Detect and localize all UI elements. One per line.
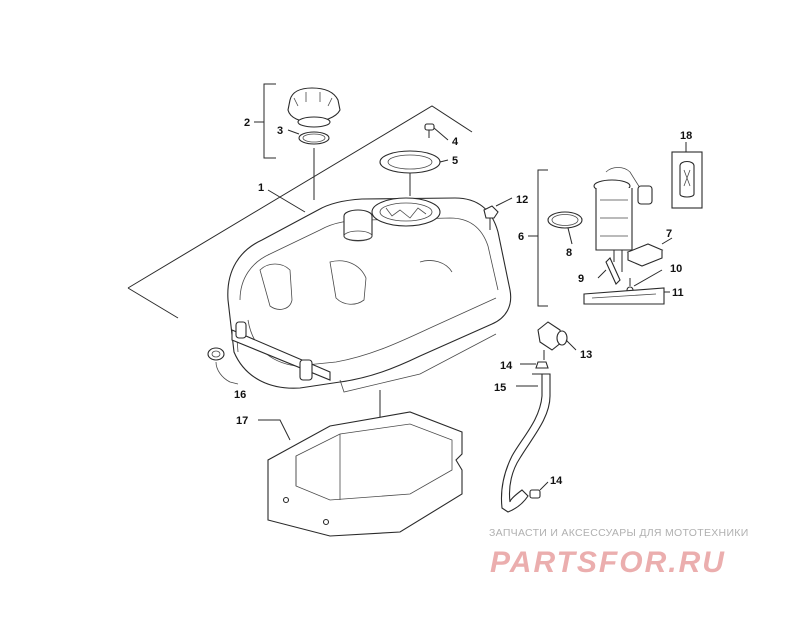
callout-3: 3 — [277, 125, 283, 137]
cap-assembly — [254, 83, 341, 159]
clamp-14-bottom — [529, 481, 549, 499]
callout-6: 6 — [518, 231, 524, 243]
lock-ring-5 — [379, 150, 449, 174]
callout-15: 15 — [494, 382, 506, 394]
callout-10: 10 — [670, 263, 682, 275]
callout-5: 5 — [452, 155, 458, 167]
callout-14-top: 14 — [500, 360, 513, 372]
callout-12: 12 — [516, 194, 528, 206]
clamp-14-top — [520, 361, 549, 369]
assembly-bracket-1 — [127, 105, 473, 319]
tray-17 — [258, 411, 463, 537]
watermark-caption: ЗАПЧАСТИ И АКСЕССУАРЫ ДЛЯ МОТОТЕХНИКИ — [489, 527, 749, 539]
callout-14-bottom: 14 — [550, 475, 563, 487]
callout-9: 9 — [578, 273, 584, 285]
callout-7: 7 — [666, 228, 672, 240]
watermark-logo-text: PARTSFOR.RU — [490, 546, 726, 579]
fuel-pump-assembly — [528, 167, 673, 307]
watermark-logo: PARTSFOR.RU — [490, 546, 726, 579]
screw-12 — [483, 197, 513, 230]
callout-17: 17 — [236, 415, 248, 427]
sender-unit-18 — [671, 142, 703, 209]
callout-18: 18 — [680, 130, 692, 142]
callout-2: 2 — [244, 117, 250, 129]
hose-15 — [500, 373, 551, 513]
callout-16: 16 — [234, 389, 246, 401]
callout-8: 8 — [566, 247, 572, 259]
screw-4 — [424, 123, 449, 141]
grommet-16 — [207, 347, 239, 385]
callouts: 1 2 3 4 5 6 7 8 9 10 11 12 13 14 14 15 1… — [234, 117, 692, 487]
callout-1: 1 — [258, 182, 264, 194]
callout-13: 13 — [580, 349, 592, 361]
callout-4: 4 — [452, 136, 459, 148]
elbow-fitting-13 — [537, 321, 577, 360]
fuel-tank — [227, 197, 512, 393]
callout-11: 11 — [672, 287, 684, 299]
